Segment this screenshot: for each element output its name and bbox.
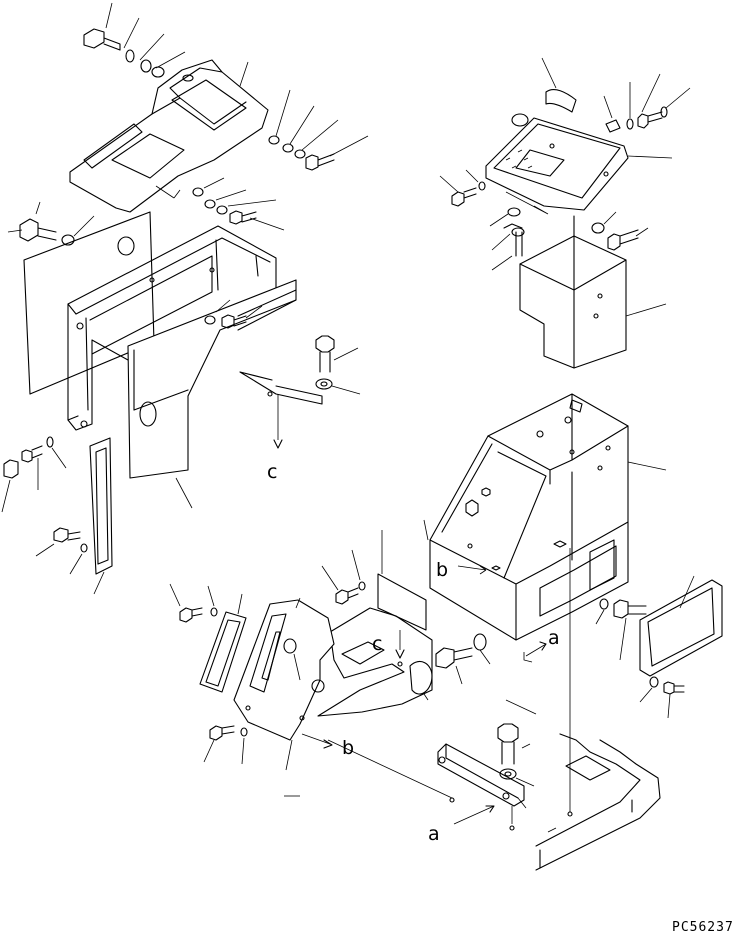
monitor-housing bbox=[519, 211, 667, 369]
small-cover-plate-center bbox=[321, 530, 427, 631]
bolt-group-center-floor bbox=[409, 633, 491, 701]
ref-label-a-lower: a bbox=[428, 823, 440, 845]
floor-plate-center: c bbox=[317, 607, 433, 717]
arrow-b-left bbox=[301, 733, 333, 749]
bolt-group-top-right bbox=[511, 57, 691, 133]
left-console-frame bbox=[67, 225, 277, 431]
bolt-group-top-left bbox=[83, 2, 186, 78]
vertical-bolt-left bbox=[315, 335, 361, 395]
bottom-bracket bbox=[437, 699, 537, 831]
arrow-a-upper bbox=[523, 641, 547, 663]
arrow-a-lower bbox=[453, 805, 495, 825]
right-console-box bbox=[429, 393, 667, 641]
ref-label-b-right: b bbox=[436, 559, 448, 581]
connection-lines bbox=[284, 519, 455, 803]
ref-label-b-left: b bbox=[342, 737, 354, 759]
arrow-b-right bbox=[457, 565, 487, 575]
bolt-group-monitor-left bbox=[439, 169, 549, 271]
bolt-group-lower-left bbox=[169, 583, 248, 765]
ref-label-c-left: c bbox=[267, 461, 277, 483]
console-top-cover bbox=[69, 59, 269, 213]
lower-left-small-plate bbox=[199, 593, 247, 693]
right-side-plate bbox=[595, 575, 723, 719]
long-bracket-strip bbox=[89, 437, 113, 595]
left-front-cover bbox=[127, 279, 297, 509]
ref-label-a-upper: a bbox=[548, 627, 560, 649]
lower-left-slotted-plate bbox=[233, 597, 335, 771]
drawing-code: PC56237 bbox=[672, 920, 734, 935]
ref-label-c-center: c bbox=[372, 633, 382, 655]
bolt-group-under-cover bbox=[155, 177, 285, 231]
monitor-cover-plate bbox=[485, 117, 673, 211]
bolt-group-top-right-of-cover bbox=[268, 89, 369, 171]
base-frame bbox=[535, 548, 661, 871]
small-bracket-left bbox=[239, 371, 323, 449]
bolt-group-left-bottom bbox=[1, 436, 88, 575]
